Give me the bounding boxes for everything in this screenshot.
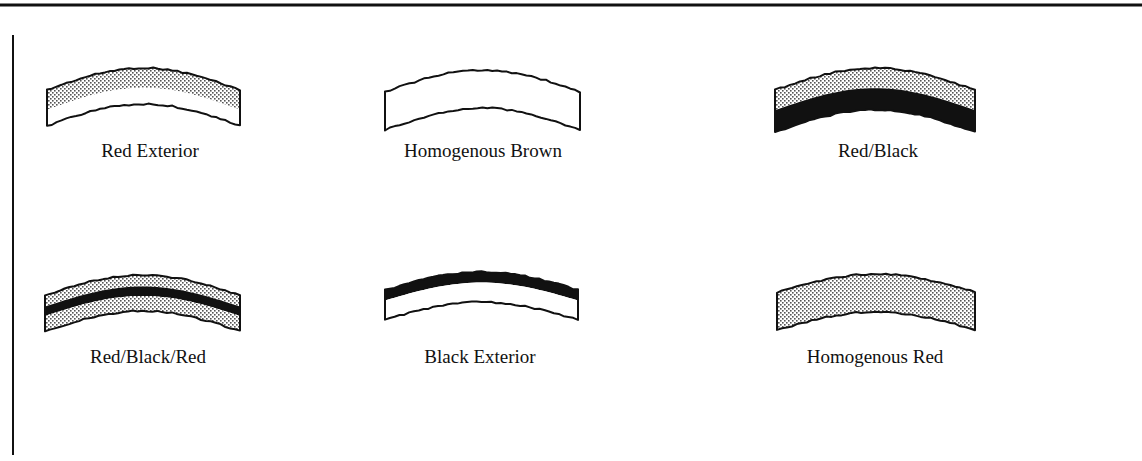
- sherd-outline: [775, 68, 975, 133]
- sherd-label: Red/Black/Red: [90, 346, 206, 369]
- top-rule: [0, 4, 1142, 7]
- sherd-layer: [45, 296, 240, 331]
- sherd-layer: [47, 88, 240, 126]
- sherd-label: Red Exterior: [101, 140, 199, 163]
- sherd-label: Homogenous Red: [807, 346, 944, 369]
- sherd-outline: [777, 274, 975, 331]
- sherd-outline: [45, 275, 240, 332]
- sherd-outline: [47, 68, 240, 126]
- sherd-outline: [385, 70, 580, 131]
- side-rule: [12, 35, 14, 455]
- sherd-label: Black Exterior: [424, 346, 535, 369]
- sherd-label: Red/Black: [838, 140, 918, 163]
- sherd-layer: [777, 274, 975, 331]
- sherd-layer: [385, 70, 580, 131]
- sherd-outline: [385, 271, 578, 320]
- sherd-label: Homogenous Brown: [404, 140, 562, 163]
